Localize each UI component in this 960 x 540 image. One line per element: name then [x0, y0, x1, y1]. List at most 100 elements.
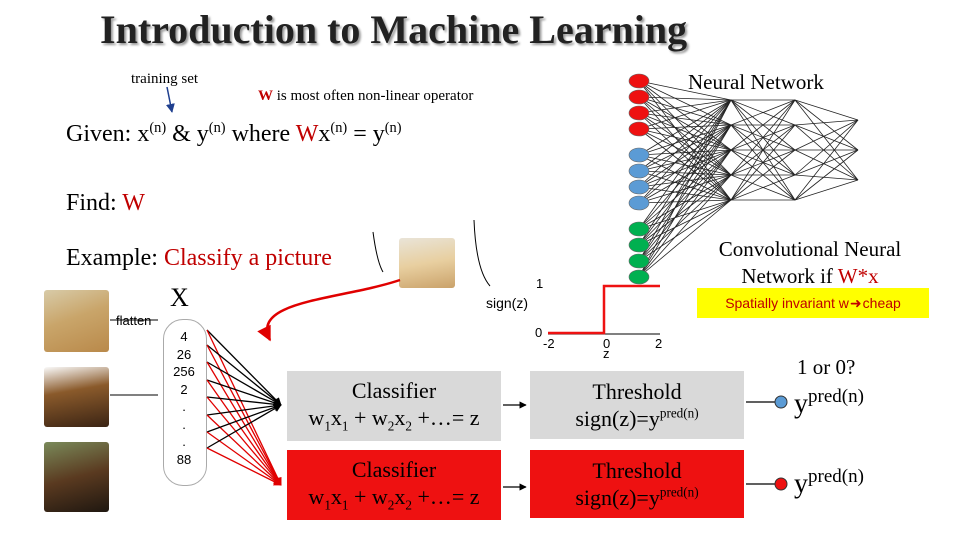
- network-edge: [638, 96, 732, 176]
- dog-photo-1: [44, 290, 109, 352]
- network-edge: [730, 99, 796, 151]
- network-edge: [794, 174, 859, 181]
- network-input-node: [628, 105, 650, 121]
- network-edge: [638, 99, 732, 230]
- network-input-node: [628, 121, 650, 137]
- spatial-invariant-note: Spatially invariant w➜cheap: [697, 288, 929, 318]
- network-edge: [638, 174, 732, 246]
- classifier-equation-red: w1x1 + w2x2 +…= z: [308, 484, 480, 513]
- vector-arrow: [206, 447, 282, 486]
- network-edge: [730, 99, 796, 201]
- network-edge: [730, 99, 796, 176]
- network-edge: [638, 128, 732, 176]
- network-edge: [638, 99, 732, 172]
- sign-plot-xlabel: z: [603, 346, 610, 361]
- x-label: X: [170, 283, 189, 312]
- sign-plot-y-top: 1: [536, 276, 544, 291]
- vector-arrow: [206, 329, 282, 406]
- network-edge: [730, 174, 796, 201]
- feature-vector-value: .: [182, 434, 186, 449]
- network-input-node: [628, 221, 650, 237]
- nonlinear-note-text: is most often non-linear operator: [273, 88, 474, 104]
- classifier-box: Classifier w1x1 + w2x2 +…= z: [287, 371, 501, 441]
- threshold-box-red: Threshold sign(z)=ypred(n): [530, 450, 744, 518]
- given-sup-4: (n): [384, 120, 402, 136]
- find-w: W: [122, 190, 145, 216]
- network-edge: [638, 99, 732, 114]
- network-edge: [638, 124, 732, 156]
- given-where: where: [225, 121, 296, 147]
- network-edge: [638, 170, 732, 201]
- network-edge: [794, 119, 859, 201]
- vector-arrow: [206, 404, 282, 449]
- network-edge: [638, 149, 732, 188]
- feature-vector-value: 88: [176, 451, 192, 467]
- network-edge: [730, 124, 796, 176]
- network-edge: [638, 96, 732, 101]
- network-edge: [794, 119, 859, 151]
- network-edge: [730, 124, 796, 151]
- threshold-title: Threshold: [592, 378, 682, 404]
- vector-to-classifier-arrows: [206, 329, 282, 486]
- spatial-note-prefix: Spatially invariant w: [725, 295, 849, 311]
- network-edge: [638, 149, 732, 230]
- classifier-title-red: Classifier: [351, 456, 437, 482]
- feature-vector-value: 4: [180, 329, 188, 344]
- find-prefix: Find:: [66, 190, 123, 216]
- output-dot-red: [774, 477, 788, 491]
- network-edge: [730, 99, 796, 126]
- vector-arrow: [206, 403, 282, 433]
- feature-vector: [163, 319, 207, 486]
- network-edge: [730, 149, 796, 176]
- cnn-label-line2: Network if W*x: [690, 263, 930, 290]
- vector-arrow: [206, 344, 282, 486]
- neural-network-label: Neural Network: [688, 70, 824, 94]
- sign-step-line: [548, 284, 660, 335]
- network-input-node: [628, 195, 650, 211]
- threshold-equation: sign(z)=ypred(n): [575, 405, 699, 431]
- cnn-bracket: [473, 219, 491, 287]
- network-edge: [730, 99, 796, 151]
- network-edge: [638, 128, 732, 201]
- training-set-label: training set: [131, 71, 199, 87]
- network-edge: [638, 99, 732, 156]
- network-edge: [638, 186, 732, 201]
- network-edge: [638, 124, 732, 130]
- example-prefix: Example:: [66, 245, 164, 271]
- feature-vector-value: 26: [176, 346, 192, 362]
- network-edge: [638, 80, 732, 201]
- network-edge: [638, 80, 732, 176]
- network-input-node: [628, 73, 650, 89]
- network-edge: [638, 124, 732, 230]
- network-edge: [638, 149, 732, 204]
- nonlinear-note-w: W: [258, 88, 273, 104]
- example-line: Example: Classify a picture: [66, 245, 332, 272]
- given-eq: = y: [347, 121, 385, 147]
- vector-arrow: [206, 396, 282, 409]
- sign-plot-x-right: 2: [655, 336, 663, 351]
- arrow-right-icon: ➜: [849, 294, 862, 311]
- classifier-equation: w1x1 + w2x2 +…= z: [308, 405, 480, 434]
- vector-arrow: [206, 329, 282, 486]
- network-edge: [730, 149, 796, 201]
- slide-title: Introduction to Machine Learning: [100, 7, 688, 52]
- network-edge: [638, 124, 732, 172]
- network-edge: [638, 154, 732, 176]
- output-y-gray: ypred(n): [794, 386, 864, 420]
- network-edge: [638, 124, 732, 204]
- cnn-label-line1: Convolutional Neural: [718, 237, 902, 261]
- example-task: Classify a picture: [163, 245, 332, 271]
- network-edge: [638, 99, 732, 130]
- given-sup-2: (n): [208, 120, 226, 136]
- vector-arrow: [206, 361, 282, 486]
- network-edge: [638, 170, 732, 176]
- network-edge: [794, 124, 859, 181]
- network-edge: [794, 119, 859, 126]
- query-dog-photo: [399, 238, 455, 288]
- nonlinear-note: W is most often non-linear operator: [258, 88, 473, 105]
- network-edge: [730, 174, 796, 201]
- vector-arrow: [206, 396, 282, 486]
- network-edge: [794, 119, 859, 176]
- dog-photo-3: [44, 442, 109, 512]
